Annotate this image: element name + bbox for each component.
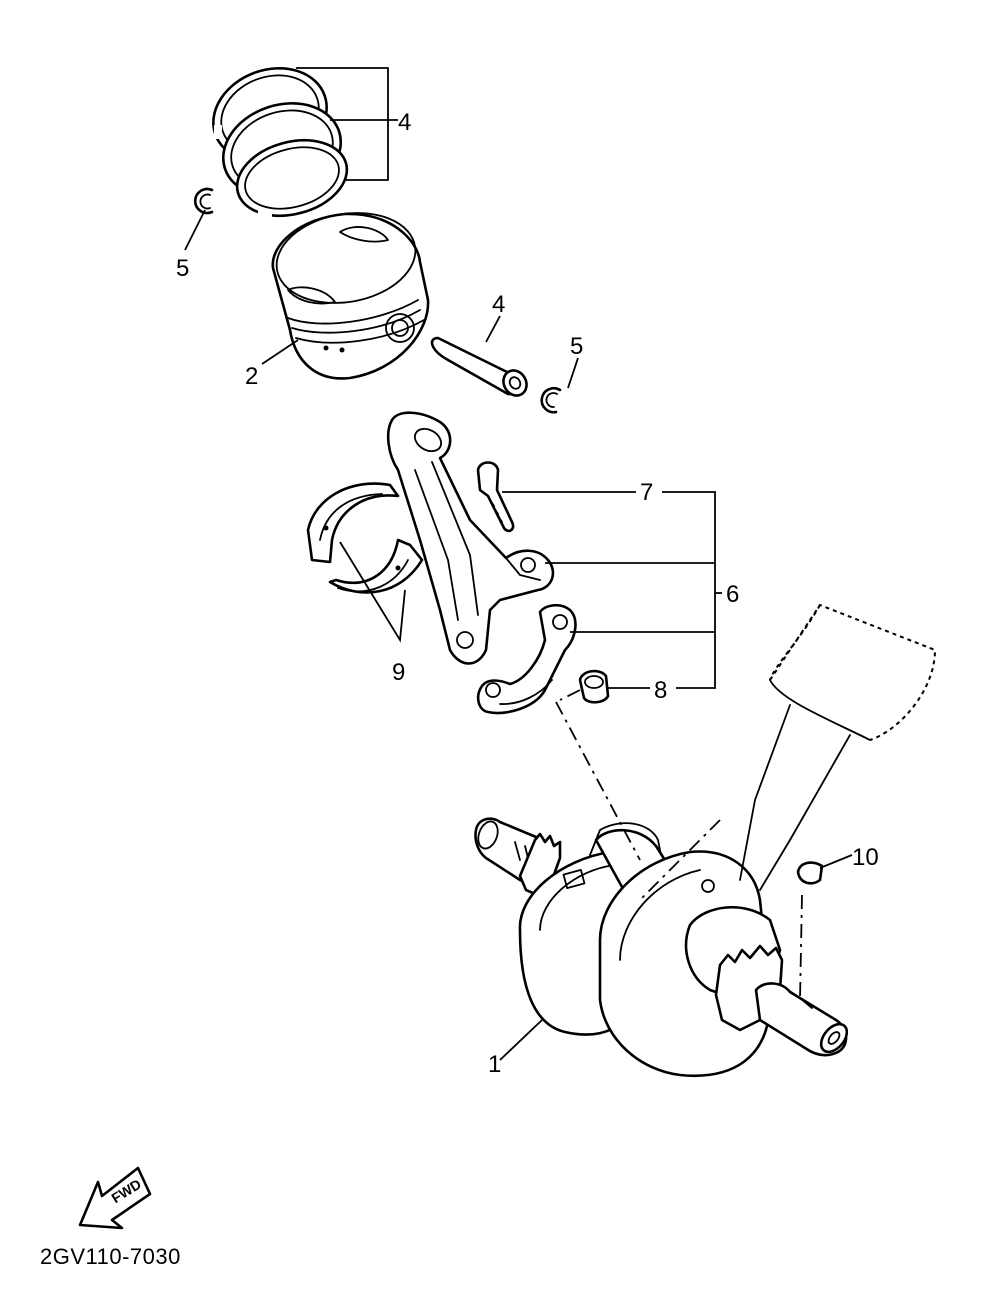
callout-8: 8	[654, 677, 667, 704]
connecting-rod[interactable]	[386, 411, 555, 665]
assembly-line-cap	[555, 701, 641, 861]
callout-10: 10	[852, 844, 879, 871]
callout-4: 4	[492, 291, 505, 318]
callout-labels: 4 5 2 4 5 7 6 8 9 10 1	[176, 109, 879, 1078]
callout-9: 9	[392, 659, 405, 686]
piston[interactable]	[269, 203, 430, 380]
crankshaft[interactable]	[474, 603, 937, 1078]
callout-5-right: 5	[570, 333, 583, 360]
callout-7: 7	[640, 479, 653, 506]
circlip-left[interactable]	[193, 187, 214, 215]
diagram-code: 2GV110-7030	[40, 1244, 181, 1269]
callout-6: 6	[726, 581, 739, 608]
assembly-line-key	[799, 894, 803, 1001]
fwd-arrow-icon: FWD	[78, 1166, 152, 1230]
assembly-line-pin	[639, 819, 721, 901]
callout-2: 2	[245, 363, 258, 390]
conrod-cap[interactable]	[476, 603, 577, 715]
piston-pin[interactable]	[430, 336, 531, 400]
conrod-bolt[interactable]	[476, 461, 515, 533]
circlip-right[interactable]	[540, 386, 562, 414]
woodruff-key[interactable]	[796, 861, 824, 885]
assembly-line-nut	[559, 689, 581, 701]
callout-1: 1	[488, 1051, 501, 1078]
piston-rings[interactable]	[200, 53, 355, 227]
bearing-shells[interactable]	[306, 482, 424, 594]
callout-3: 4	[398, 109, 411, 136]
conrod-nut[interactable]	[578, 669, 610, 704]
leader-lines	[184, 67, 853, 1061]
callout-5-left: 5	[176, 255, 189, 282]
